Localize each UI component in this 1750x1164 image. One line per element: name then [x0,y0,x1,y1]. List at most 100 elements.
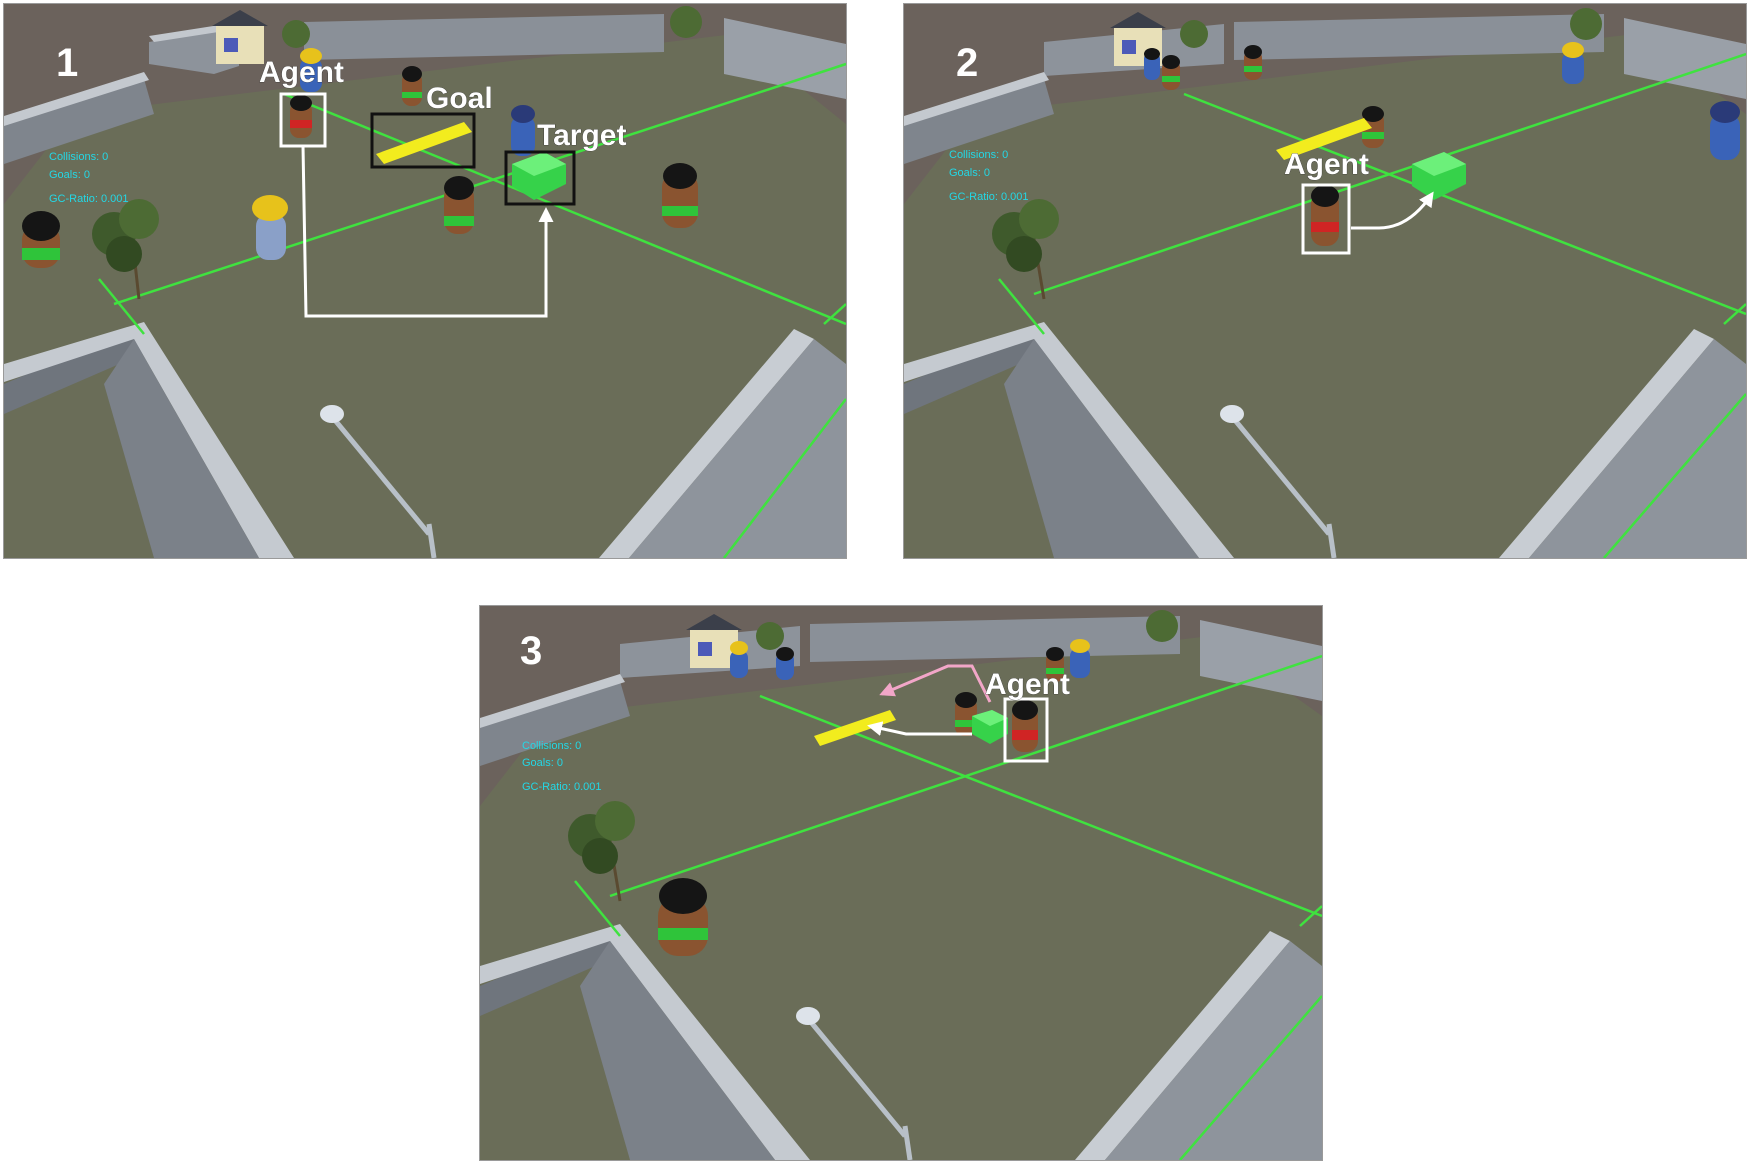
agent-highlight-box [1003,697,1049,763]
hud-gc-ratio: GC-Ratio: 0.001 [949,191,1028,203]
tree [92,199,159,300]
left-wall-top [904,72,1049,126]
house [216,24,264,64]
left-wall [480,681,630,766]
house-roof [212,10,268,26]
panel-number: 1 [56,41,78,85]
pedestrian [1046,647,1064,682]
goal-marker [376,122,472,164]
worker-pedestrian [300,48,322,92]
tree [992,199,1059,300]
goal-marker [814,710,896,746]
left-wall [4,79,154,164]
front-left-wall-top [480,924,810,1160]
left-wall [904,79,1054,164]
pedestrian [402,66,422,106]
agent-path-arrow [301,145,554,318]
front-right-wall-face [629,339,846,558]
goal-highlight-box [370,112,476,169]
police-pedestrian [511,105,535,156]
pedestrian [776,647,794,680]
worker-pedestrian [1562,42,1584,84]
front-right-wall-top [1075,931,1290,1160]
front-left-wall-face [1004,339,1199,558]
goal-label: Goal [426,82,493,115]
left-wall-top [4,72,149,126]
worker-pedestrian [252,195,288,260]
right-wall [724,18,846,99]
house-window [224,38,238,52]
worker-pedestrian [1070,639,1090,678]
hud-collisions: Collisions: 0 [49,151,108,163]
left-wall-top [480,674,625,728]
pedestrian [955,692,977,736]
front-right-wall-top [1499,329,1714,558]
hud-collisions: Collisions: 0 [522,740,581,752]
agent [290,95,312,138]
front-right-wall-top [599,329,814,558]
front-left-wall-top [904,322,1234,558]
front-left-wall [904,324,1054,414]
target-cube-top [1412,152,1466,176]
pedestrian [22,211,60,268]
agent-path-arrow [867,721,972,736]
panel-number: 2 [956,41,978,85]
lamp-post [1220,405,1337,558]
scene-1-canvas: 1 Agent Goal Target Collisions: 0 Goals:… [4,4,846,558]
tree-back [1180,8,1602,48]
agent-highlight-box [1301,183,1351,255]
pink-path-arrow [879,664,992,703]
back-wall-right [1234,14,1604,60]
house-window [698,642,712,656]
target-cube-top [512,152,566,176]
agent-label: Agent [985,668,1070,701]
hud-gc-ratio: GC-Ratio: 0.001 [522,781,601,793]
pedestrian [1244,45,1262,80]
house-roof [1110,12,1166,28]
target-highlight-box [504,150,576,206]
agent [1012,700,1038,752]
target-label: Target [537,119,626,152]
tree [568,801,635,902]
target-cube-top [972,710,1008,726]
front-right-wall-face [1105,941,1322,1160]
back-wall-right [304,14,664,60]
hud-goals: Goals: 0 [49,169,90,181]
pedestrian [658,878,708,956]
goal-marker [1276,118,1372,160]
hud-goals: Goals: 0 [949,167,990,179]
hud-gc-ratio: GC-Ratio: 0.001 [49,193,128,205]
agent [1311,185,1339,246]
scene-3-canvas: 3 Agent Collisions: 0 Goals: 0 GC-Ratio:… [480,606,1322,1160]
lamp-post [320,405,437,558]
scene-panel-3: 3 Agent Collisions: 0 Goals: 0 GC-Ratio:… [479,605,1323,1161]
grid-lines [998,52,1746,558]
pedestrian [444,176,474,234]
front-left-wall [480,926,630,1016]
pedestrian [662,163,698,228]
worker-pedestrian [730,641,748,678]
front-right-wall-face [1529,339,1746,558]
hud-goals: Goals: 0 [522,757,563,769]
scene-panel-2: 2 Agent Collisions: 0 Goals: 0 GC-Ratio:… [903,3,1747,559]
house-window [1122,40,1136,54]
hud-collisions: Collisions: 0 [949,149,1008,161]
tree-back [756,610,1178,650]
front-left-wall-face [580,941,775,1160]
scene-panel-1: 1 Agent Goal Target Collisions: 0 Goals:… [3,3,847,559]
right-wall [1200,620,1322,701]
pedestrian [1144,48,1160,80]
agent-label: Agent [1284,148,1369,181]
arena-floor [4,34,846,558]
back-wall-right [810,616,1180,662]
lamp-post [796,1007,913,1160]
front-left-wall-face [104,339,259,558]
right-wall [1624,18,1746,99]
agent-label: Agent [259,56,344,89]
scene-2-canvas: 2 Agent Collisions: 0 Goals: 0 GC-Ratio:… [904,4,1746,558]
police-pedestrian [1710,101,1740,160]
pedestrian [1162,55,1180,90]
tree-back [282,6,702,48]
agent-path-arrow [1351,191,1434,230]
panel-number: 3 [520,629,542,673]
